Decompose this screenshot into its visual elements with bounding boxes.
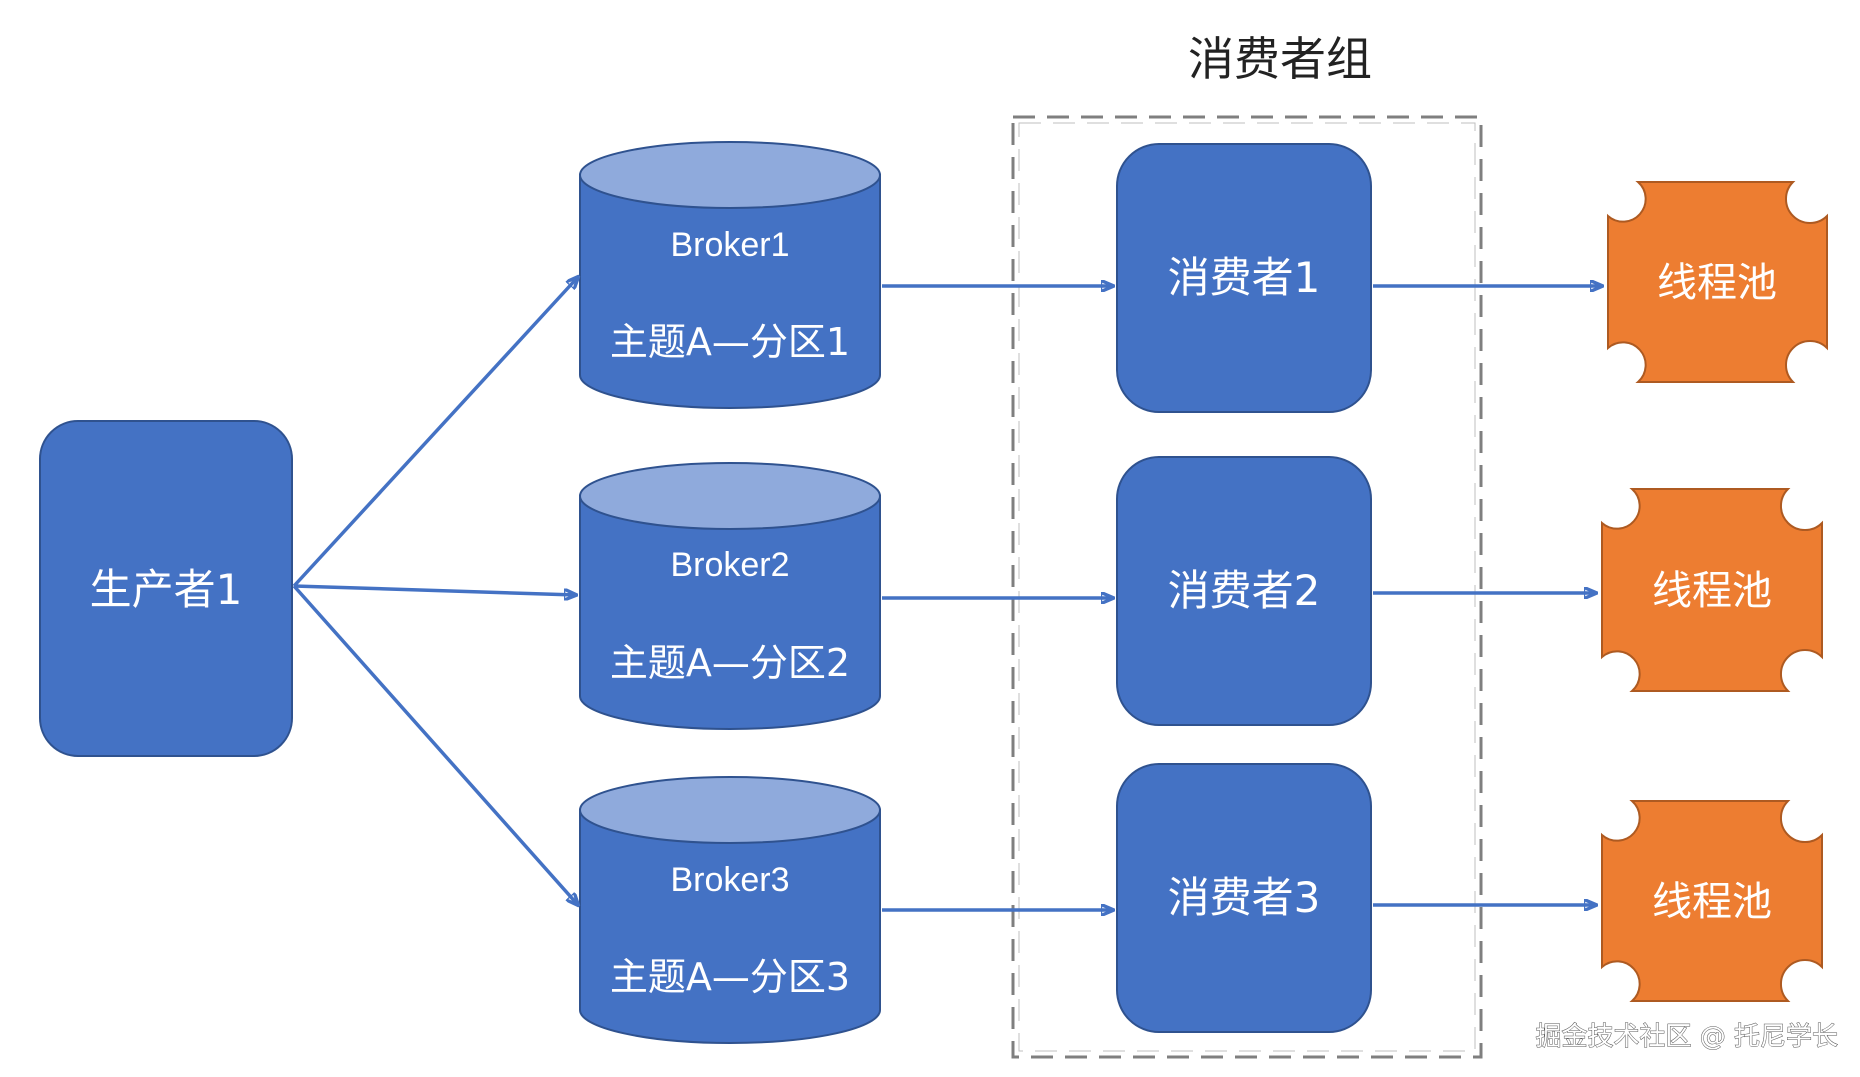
broker-node-2: Broker2 主题A—分区2 xyxy=(579,462,881,730)
broker-partition: 主题A—分区1 xyxy=(610,320,850,364)
thread-pool-node-2: 线程池 xyxy=(1601,488,1823,692)
consumer-group-boundary xyxy=(1011,115,1483,1059)
broker-name: Broker2 xyxy=(670,546,789,584)
consumer-node-2: 消费者2 xyxy=(1116,456,1372,726)
thread-pool-label: 线程池 xyxy=(1652,568,1772,614)
consumer-group-boundary-inner xyxy=(1018,122,1476,1052)
thread-pool-node-1: 线程池 xyxy=(1607,181,1828,383)
producer-label: 生产者1 xyxy=(90,565,243,614)
broker-name: Broker1 xyxy=(670,226,789,264)
broker-node-1: Broker1 主题A—分区1 xyxy=(579,141,881,409)
consumer-label: 消费者2 xyxy=(1168,566,1321,615)
thread-pool-label: 线程池 xyxy=(1657,260,1777,306)
broker-node-3: Broker3 主题A—分区3 xyxy=(579,776,881,1044)
consumer-group-title: 消费者组 xyxy=(1188,32,1372,86)
watermark: 掘金技术社区 @ 托尼学长 xyxy=(1535,1022,1838,1052)
arrow-producer-to-broker-1 xyxy=(292,277,578,588)
consumer-label: 消费者1 xyxy=(1168,253,1321,302)
arrow-producer-to-broker-3 xyxy=(292,584,578,905)
thread-pool-node-3: 线程池 xyxy=(1601,800,1823,1002)
thread-pool-label: 线程池 xyxy=(1652,879,1772,925)
arrow-producer-to-broker-2 xyxy=(293,584,576,595)
consumer-node-3: 消费者3 xyxy=(1116,763,1372,1033)
broker-name: Broker3 xyxy=(670,861,789,899)
consumer-node-1: 消费者1 xyxy=(1116,143,1372,413)
broker-partition: 主题A—分区2 xyxy=(610,641,850,685)
broker-partition: 主题A—分区3 xyxy=(610,955,850,999)
consumer-label: 消费者3 xyxy=(1168,873,1321,922)
producer-node: 生产者1 xyxy=(39,420,293,757)
